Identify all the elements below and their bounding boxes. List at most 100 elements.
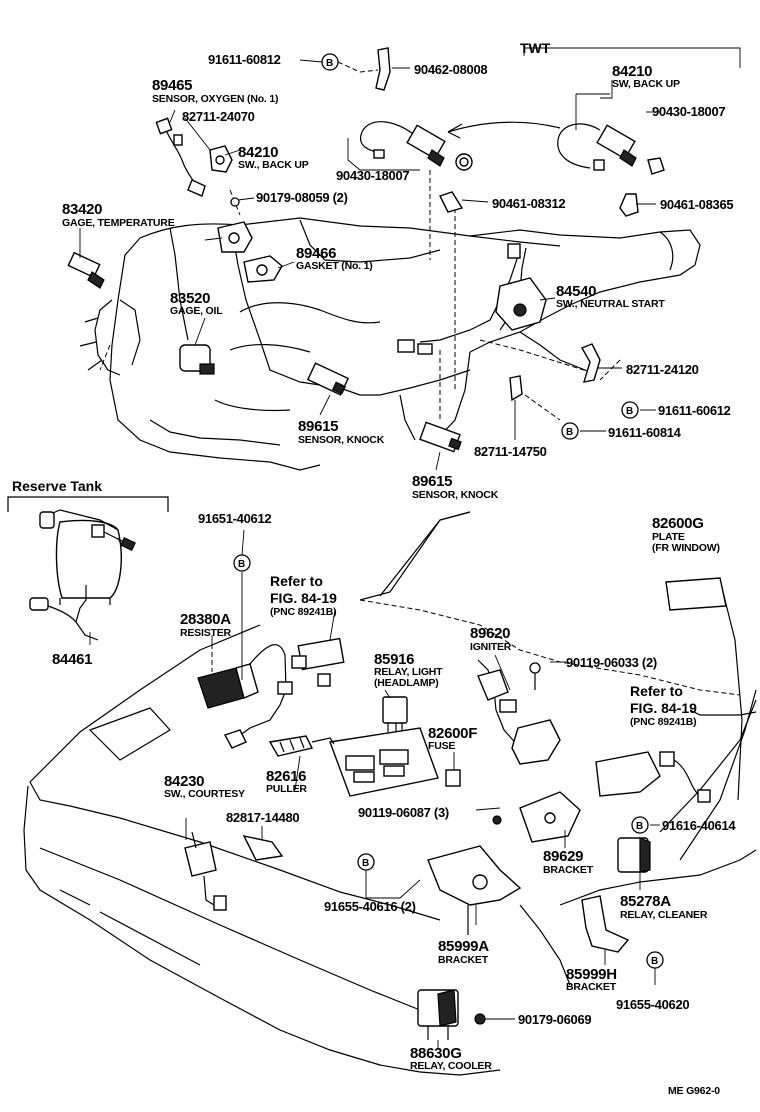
pnc-ref-1: (PNC 89241B) [270, 606, 336, 618]
label-88630g-desc: RELAY, COOLER [410, 1060, 492, 1072]
label-83520-desc: GAGE, OIL [170, 305, 223, 317]
label-90430-18007-b: 90430-18007 [652, 104, 725, 119]
label-89615-b-desc: SENSOR, KNOCK [412, 489, 499, 501]
knock-sensor-2-drawing [419, 421, 462, 453]
label-89615-b: 89615 [412, 473, 452, 490]
svg-text:B: B [326, 58, 333, 69]
label-89465: 89465 [152, 77, 192, 94]
svg-text:B: B [238, 559, 245, 570]
label-90119-06033: 90119-06033 (2) [566, 655, 657, 670]
clamp-90461-08312-drawing [439, 191, 464, 213]
puller-drawing [268, 735, 335, 757]
gasket-89466-drawing [243, 255, 283, 283]
label-82711-24120: 82711-24120 [626, 362, 699, 377]
label-85999h-desc: BRACKET [566, 981, 617, 993]
bracket-85999a-drawing [427, 845, 522, 935]
label-89629-desc: BRACKET [543, 864, 594, 876]
label-89629: 89629 [543, 848, 583, 865]
label-28380a-desc: RESISTER [180, 627, 232, 639]
refer-to-1: Refer to [270, 573, 323, 589]
vehicle-body-outline [23, 511, 757, 1076]
label-90430-18007-a: 90430-18007 [336, 168, 409, 183]
svg-text:B: B [651, 956, 658, 967]
igniter-drawing [477, 659, 561, 765]
refer-to-2: Refer to [630, 683, 683, 699]
fuse-82600f-drawing [445, 769, 461, 787]
exhaust-flange-drawing [217, 197, 253, 253]
bracket-89629-drawing [519, 791, 581, 843]
pnc-ref-2: (PNC 89241B) [630, 716, 696, 728]
fig-ref-1: FIG. 84-19 [270, 590, 337, 606]
label-82616: 82616 [266, 768, 306, 785]
label-85999h: 85999H [566, 966, 617, 983]
svg-text:B: B [636, 821, 643, 832]
label-85916-desc1: RELAY, LIGHT [374, 666, 443, 678]
neutral-start-switch-drawing [397, 243, 547, 355]
label-83420: 83420 [62, 201, 102, 218]
label-82616-desc: PULLER [266, 783, 307, 795]
resister-harness-drawing [223, 637, 345, 749]
label-85278a-desc: RELAY, CLEANER [620, 909, 708, 921]
bracket-85999h-drawing [581, 895, 630, 953]
reserve-tank-header: Reserve Tank [12, 478, 102, 494]
fuse-box-drawing [329, 727, 439, 797]
label-91611-60812: 91611-60812 [208, 52, 281, 67]
label-84230-desc: SW., COURTESY [164, 788, 245, 800]
resister-drawing [197, 644, 259, 709]
cleaner-relay-drawing [617, 837, 651, 873]
label-84210-b-desc: SW, BACK UP [612, 78, 680, 90]
label-85916-desc2: (HEADLAMP) [374, 677, 439, 689]
label-89466-desc: GASKET (No. 1) [296, 260, 373, 272]
svg-text:B: B [362, 858, 369, 869]
label-83520: 83520 [170, 290, 210, 307]
window-plate-drawing [665, 577, 727, 611]
label-84540: 84540 [556, 283, 596, 300]
bracket-90462-drawing [375, 47, 391, 91]
headlamp-relay-drawing [382, 696, 408, 732]
label-90462-08008: 90462-08008 [414, 62, 487, 77]
label-91611-60612: 91611-60612 [658, 403, 731, 418]
label-83420-desc: GAGE, TEMPERATURE [62, 217, 175, 229]
label-84461: 84461 [52, 651, 92, 668]
back-up-switch-drawing [360, 121, 473, 171]
label-90179-06069: 90179-06069 [518, 1012, 591, 1027]
label-89615-a-desc: SENSOR, KNOCK [298, 434, 385, 446]
oil-gage-drawing [179, 344, 215, 375]
label-82600f-desc: FUSE [428, 740, 455, 752]
gasket-82711-drawing [209, 145, 233, 173]
twt-back-up-switch-drawing [557, 123, 665, 175]
label-85999a-desc: BRACKET [438, 954, 489, 966]
label-91651-40612: 91651-40612 [198, 511, 271, 526]
label-85916: 85916 [374, 651, 414, 668]
label-88630g: 88630G [410, 1045, 462, 1062]
reserve-tank-group [7, 496, 169, 641]
knock-sensor-1-drawing [306, 362, 350, 396]
label-82711-24070: 82711-24070 [182, 109, 255, 124]
label-90461-08312: 90461-08312 [492, 196, 565, 211]
label-89620: 89620 [470, 625, 510, 642]
svg-text:B: B [566, 427, 573, 438]
fig-ref-2: FIG. 84-19 [630, 700, 697, 716]
label-89465-desc: SENSOR, OXYGEN (No. 1) [152, 93, 278, 105]
clamp-82817-drawing [242, 835, 284, 861]
label-84210-b: 84210 [612, 63, 652, 80]
courtesy-switch-drawing [184, 831, 227, 911]
label-85278a: 85278A [620, 893, 671, 910]
leader-lines [79, 47, 757, 1048]
label-85999a: 85999A [438, 938, 489, 955]
label-84210-a-desc: SW., BACK UP [238, 159, 309, 171]
part-labels: TWT 91611-60812 90462-08008 89465 SENSOR… [12, 40, 737, 1097]
temperature-gage-drawing [67, 251, 105, 289]
diagram-code: ME G962-0 [668, 1085, 720, 1097]
label-84210-a: 84210 [238, 144, 278, 161]
label-84540-desc: SW., NEUTRAL START [556, 298, 665, 310]
clamp-82711-24120-drawing [580, 343, 601, 383]
clamp-90461-08365-drawing [619, 193, 639, 217]
svg-text:B: B [626, 406, 633, 417]
label-90119-06087: 90119-06087 (3) [358, 805, 449, 820]
label-91611-60814: 91611-60814 [608, 425, 682, 440]
label-82600g-desc2: (FR WINDOW) [652, 542, 720, 554]
label-82600f: 82600F [428, 725, 477, 742]
label-91655-40620: 91655-40620 [616, 997, 689, 1012]
label-89620-desc: IGNITER [470, 641, 512, 653]
